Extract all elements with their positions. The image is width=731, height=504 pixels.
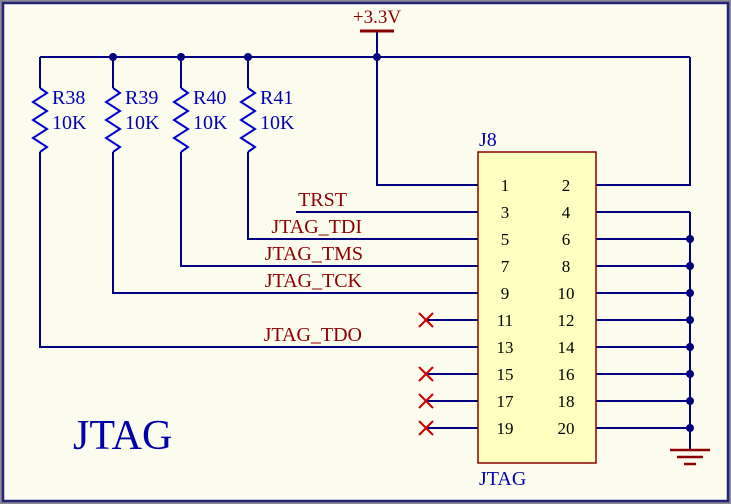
resistor-ref: R39 [125, 87, 158, 109]
net-label-trst: TRST [298, 189, 347, 211]
sheet-title: JTAG [73, 413, 172, 459]
pin-number: 11 [497, 311, 513, 330]
no-connect-x-icon [418, 393, 434, 409]
resistor-r40: R40 10K [172, 87, 228, 153]
pin-number: 7 [501, 257, 510, 276]
pin-number: 1 [501, 176, 510, 195]
pin-number: 8 [562, 257, 571, 276]
resistor-r38: R38 10K [31, 87, 87, 153]
resistor-value: 10K [260, 112, 295, 134]
wires [39, 31, 691, 450]
pin-number: 10 [558, 284, 575, 303]
no-connect-x-icon [418, 366, 434, 382]
wire-r40-to-pin7 [180, 152, 478, 267]
connector-name: JTAG [479, 468, 526, 490]
connector-body [477, 151, 597, 464]
connector-j8: J8 JTAG 1 3 5 7 9 11 13 15 17 19 2 4 6 8… [477, 129, 597, 490]
resistor-ref: R41 [260, 87, 293, 109]
ground-symbol [670, 448, 710, 466]
pin-number: 14 [558, 338, 576, 357]
pin-number: 20 [558, 419, 575, 438]
pin-number: 16 [558, 365, 575, 384]
pin-number: 18 [558, 392, 575, 411]
wire-r39-to-pin9 [112, 152, 478, 294]
resistor-r39: R39 10K [104, 87, 160, 153]
pin-number: 17 [497, 392, 515, 411]
wire-pin2-to-rail [596, 57, 691, 186]
pin-number: 2 [562, 176, 571, 195]
resistor-value: 10K [125, 112, 160, 134]
vcc-label: +3.3V [353, 7, 401, 28]
no-connect-marks [418, 312, 434, 436]
pin-number: 12 [558, 311, 575, 330]
net-labels: TRST JTAG_TDI JTAG_TMS JTAG_TCK JTAG_TDO [264, 189, 363, 346]
resistor-value: 10K [52, 112, 87, 134]
pin-number: 9 [501, 284, 510, 303]
resistor-value: 10K [193, 112, 228, 134]
no-connect-x-icon [418, 420, 434, 436]
pin-number: 19 [497, 419, 514, 438]
pin-number: 13 [497, 338, 514, 357]
wire-r38-to-pin13 [39, 152, 478, 348]
net-label-tdo: JTAG_TDO [264, 324, 362, 346]
no-connect-x-icon [418, 312, 434, 328]
net-label-tms: JTAG_TMS [265, 243, 363, 265]
junction-dots [109, 53, 694, 432]
pin-number: 15 [497, 365, 514, 384]
resistor-ref: R38 [52, 87, 85, 109]
connector-designator: J8 [479, 129, 497, 151]
pin-number: 6 [562, 230, 571, 249]
wire-r41-to-pin5 [247, 152, 478, 240]
pin-number: 3 [501, 203, 510, 222]
net-label-tck: JTAG_TCK [265, 270, 363, 292]
wire-vcc-to-pin1 [376, 31, 478, 186]
resistor-ref: R40 [193, 87, 226, 109]
pin-number: 5 [501, 230, 510, 249]
vcc-power-symbol: +3.3V [353, 7, 401, 33]
resistor-r41: R41 10K [239, 87, 295, 153]
net-label-tdi: JTAG_TDI [271, 216, 362, 238]
pin-number: 4 [562, 203, 571, 222]
